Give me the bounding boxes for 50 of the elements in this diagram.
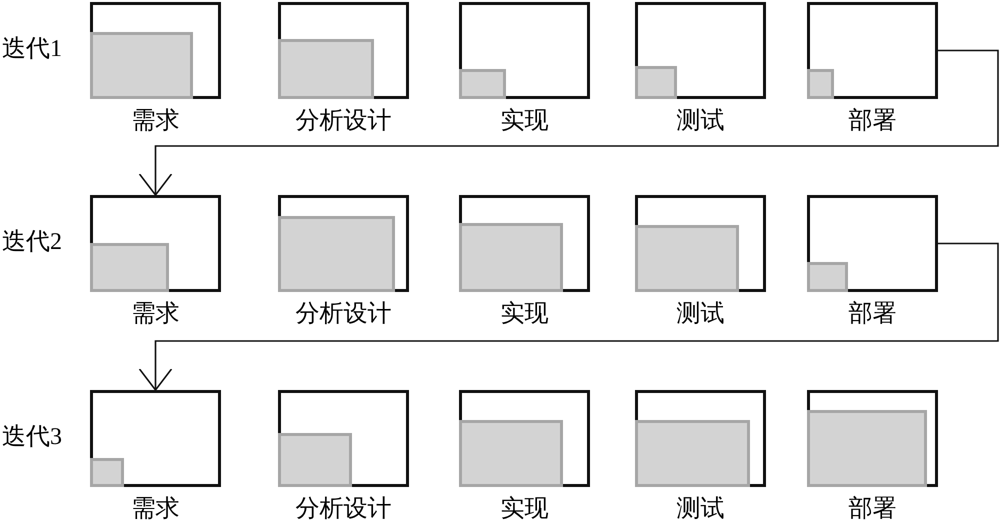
- stage-label: 实现: [500, 495, 548, 523]
- flow-arrow: [138, 50, 999, 196]
- effort-fill: [635, 66, 677, 99]
- stage-box: [807, 2, 938, 99]
- effort-fill: [278, 433, 352, 487]
- effort-fill: [807, 69, 834, 99]
- stage-box: [635, 195, 766, 292]
- stage-box: [278, 195, 409, 292]
- stage-label: 部署: [848, 300, 896, 328]
- stage-label: 测试: [676, 300, 724, 328]
- stage-box: [459, 390, 590, 487]
- effort-fill: [459, 69, 506, 99]
- iteration-label: 迭代1: [2, 34, 62, 62]
- stage-label: 分析设计: [296, 495, 392, 523]
- stage-label: 需求: [132, 495, 180, 523]
- effort-fill: [807, 262, 848, 292]
- stage-box: [90, 195, 221, 292]
- effort-fill: [90, 243, 169, 292]
- stage-box: [635, 390, 766, 487]
- stage-label: 分析设计: [296, 107, 392, 135]
- stage-box: [459, 2, 590, 99]
- iteration-label: 迭代3: [2, 422, 62, 450]
- stage-label: 实现: [500, 300, 548, 328]
- stage-box: [278, 390, 409, 487]
- iteration-label: 迭代2: [2, 228, 62, 256]
- effort-fill: [459, 223, 563, 292]
- effort-fill: [278, 216, 395, 292]
- stage-label: 需求: [132, 300, 180, 328]
- stage-label: 部署: [848, 495, 896, 523]
- stage-label: 部署: [848, 107, 896, 135]
- effort-fill: [807, 410, 927, 487]
- effort-fill: [90, 32, 193, 99]
- effort-fill: [90, 458, 124, 487]
- effort-fill: [278, 39, 374, 99]
- stage-label: 分析设计: [296, 300, 392, 328]
- stage-box: [90, 390, 221, 487]
- stage-box: [278, 2, 409, 99]
- effort-fill: [459, 420, 563, 487]
- stage-box: [807, 390, 938, 487]
- effort-fill: [635, 420, 750, 487]
- stage-box: [635, 2, 766, 99]
- stage-label: 实现: [500, 107, 548, 135]
- flow-arrow: [138, 242, 999, 391]
- stage-box: [459, 195, 590, 292]
- stage-label: 测试: [676, 107, 724, 135]
- stage-label: 测试: [676, 495, 724, 523]
- stage-label: 需求: [132, 107, 180, 135]
- stage-box: [90, 2, 221, 99]
- effort-fill: [635, 225, 739, 292]
- stage-box: [807, 195, 938, 292]
